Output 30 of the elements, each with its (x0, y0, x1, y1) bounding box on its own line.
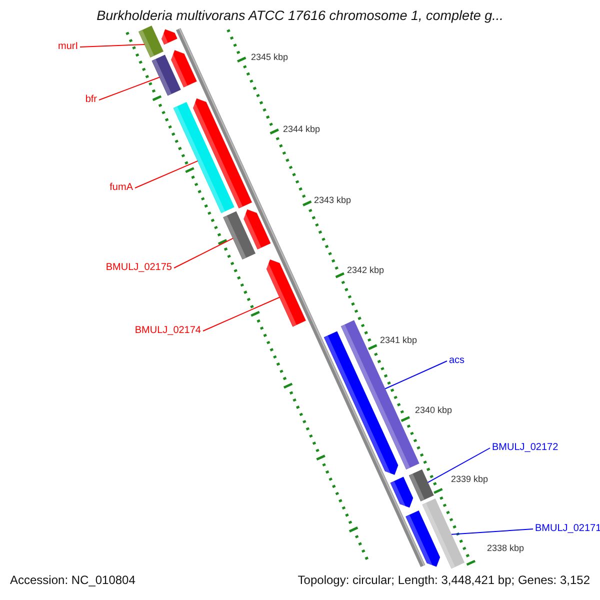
gene-label: murI (58, 41, 78, 53)
gene-bar (408, 470, 434, 502)
leader-line (134, 160, 198, 188)
tick-label: 2345 kbp (251, 52, 288, 63)
leader-line (202, 296, 280, 332)
leader-line (98, 76, 160, 100)
gene-bar (422, 498, 464, 569)
leader-line (427, 448, 490, 483)
tick-label: 2339 kbp (451, 474, 488, 485)
gene-label: BMULJ_02174 (134, 325, 201, 337)
leader-line (80, 44, 146, 48)
gene-label: fumA (110, 182, 133, 194)
gene-label: BMULJ_02175 (106, 262, 172, 274)
tick-label: 2344 kbp (283, 124, 320, 135)
footer-text: Accession: NC_010804 (10, 573, 136, 588)
footer-text: Topology: circular; Length: 3,448,421 bp; Genes: 3,152 (298, 573, 590, 588)
tick-label: 2340 kbp (415, 405, 452, 416)
tick-label: 2338 kbp (487, 543, 524, 554)
gene-bar (138, 26, 164, 58)
tick-label: 2341 kbp (380, 335, 418, 346)
leader-line (384, 360, 448, 390)
tick-label: 2343 kbp (314, 195, 352, 206)
tick-label: 2342 kbp (347, 265, 384, 276)
gene-label: bfr (85, 94, 97, 106)
gene-bar (173, 102, 234, 214)
gene-bar (223, 211, 256, 260)
gene-label: BMULJ_02172 (492, 442, 558, 454)
gene-block (266, 260, 306, 327)
gene-bar (152, 54, 181, 96)
gene-label: acs (449, 355, 465, 367)
